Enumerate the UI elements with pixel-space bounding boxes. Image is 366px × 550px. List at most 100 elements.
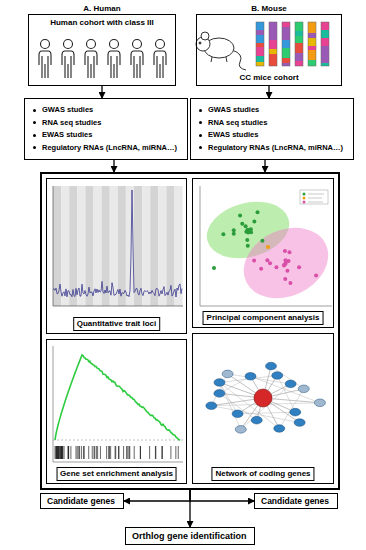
gene-hit-tick	[60, 446, 61, 459]
human-body	[108, 51, 120, 78]
gene-node	[314, 399, 325, 407]
gene-hit-tick	[119, 446, 120, 459]
hub-gene-node	[254, 389, 272, 407]
gene-hit-tick	[115, 446, 116, 459]
result-box: Orthlog gene identification	[125, 527, 255, 545]
chromosome-segment	[269, 30, 277, 40]
chromosome-segment	[295, 61, 303, 66]
gene-hit-tick	[175, 446, 176, 459]
gene-hit-tick	[106, 446, 107, 459]
gene-node	[272, 372, 283, 380]
gene-hit-tick	[110, 446, 111, 459]
gene-node	[206, 402, 217, 410]
study-type: Regulatory RNAs (LncRNA, miRNA…)	[42, 142, 177, 155]
human-body	[85, 51, 97, 78]
gene-hit-tick	[108, 446, 109, 459]
chromosome-segment	[295, 43, 303, 47]
sample-dot	[245, 238, 249, 242]
gene-hit-tick	[127, 446, 128, 459]
mouse-legs	[211, 57, 227, 62]
gene-hit-tick	[96, 446, 97, 459]
gene-network	[206, 362, 326, 433]
gene-hit-tick	[68, 446, 69, 459]
gene-hit-tick	[70, 446, 71, 459]
sample-dot	[221, 232, 225, 236]
gene-hit-tick	[123, 446, 124, 459]
chromosome-band	[110, 186, 118, 306]
cohort-label: CC mice cohort	[197, 73, 341, 83]
gene-hit-tick	[178, 446, 179, 459]
chromosome-segment	[321, 38, 329, 46]
flow-arrow	[124, 490, 190, 501]
panel-label: Quantitative trait loci	[73, 317, 161, 331]
cohort-box: A. HumanHuman cohort with class III	[28, 14, 176, 86]
study-type: EWAS studies	[208, 129, 258, 142]
sample-dot	[282, 263, 286, 267]
chromosome-segment	[282, 58, 290, 63]
gene-hit-tick	[67, 446, 68, 459]
gene-hit-tick	[115, 446, 116, 459]
pca-plot	[200, 186, 340, 312]
list-row: Regulatory RNAs (LncRNA, miRNA…)	[199, 142, 346, 155]
sample-dot	[232, 228, 236, 232]
sample-dot	[283, 277, 287, 281]
chromosome-band	[69, 186, 77, 306]
chromosome-segment	[308, 33, 316, 38]
gene-node	[274, 425, 285, 433]
chromosome-segment	[256, 62, 264, 66]
sample-dot	[252, 259, 256, 263]
list-row: EWAS studies	[199, 129, 346, 142]
chromosome-segment	[282, 22, 290, 27]
gene-hit-tick	[155, 446, 156, 459]
gene-hit-tick	[60, 446, 61, 459]
chromosome-bars	[256, 22, 329, 66]
network-link	[219, 382, 240, 429]
bullet	[199, 134, 202, 137]
gene-hit-tick	[84, 446, 85, 459]
gene-node	[235, 426, 246, 434]
chromosome-segment	[256, 22, 264, 30]
gsea-plot	[53, 346, 183, 462]
gene-hit-tick	[118, 446, 119, 459]
sample-dot	[285, 269, 289, 273]
chromosome-outline	[321, 22, 329, 66]
panel-label: Gene set enrichment analysis	[56, 467, 177, 481]
gene-hit-tick	[57, 446, 58, 459]
plot-legend-box	[300, 190, 328, 204]
sample-dot	[288, 281, 292, 285]
baseline	[53, 440, 183, 441]
gene-hit-tick	[161, 446, 162, 459]
sample-dot	[314, 274, 318, 278]
sample-dot	[240, 222, 244, 226]
gene-node	[214, 379, 225, 387]
flow-arrow	[190, 490, 254, 501]
human-body	[131, 51, 143, 78]
gene-hit-tick	[77, 446, 78, 459]
chromosome-segment	[295, 31, 303, 36]
chromosome-segment	[256, 35, 264, 43]
human-head	[41, 40, 50, 49]
gene-hit-tick	[56, 446, 57, 459]
plot-axis	[53, 186, 183, 306]
sample-dot	[268, 261, 272, 265]
list-row: GWAS studies	[199, 104, 346, 117]
study-list-box: GWAS studiesRNA seq studiesEWAS studiesR…	[190, 98, 354, 160]
gene-hit-tick	[55, 446, 56, 459]
cohort-box: B. MouseCC mice cohort	[196, 14, 342, 86]
gene-hit-tick	[64, 446, 65, 459]
network-link	[219, 382, 237, 413]
study-list-box: GWAS studiesRNA seq studiesEWAS studiesR…	[24, 98, 188, 160]
human-head	[87, 40, 96, 49]
sample-dot	[274, 265, 278, 269]
chromosome-segment	[321, 30, 329, 38]
flow-arrow	[264, 160, 265, 172]
mouse-icon	[196, 32, 246, 70]
gene-hit-tick	[62, 446, 63, 459]
gene-hit-tick	[129, 446, 130, 459]
gene-hit-tick	[60, 446, 61, 459]
gene-node	[294, 419, 305, 427]
chromosome-band	[158, 186, 166, 306]
gene-hit-tick	[59, 446, 60, 459]
gene-hit-tick	[81, 446, 82, 459]
sample-dot	[246, 244, 250, 248]
